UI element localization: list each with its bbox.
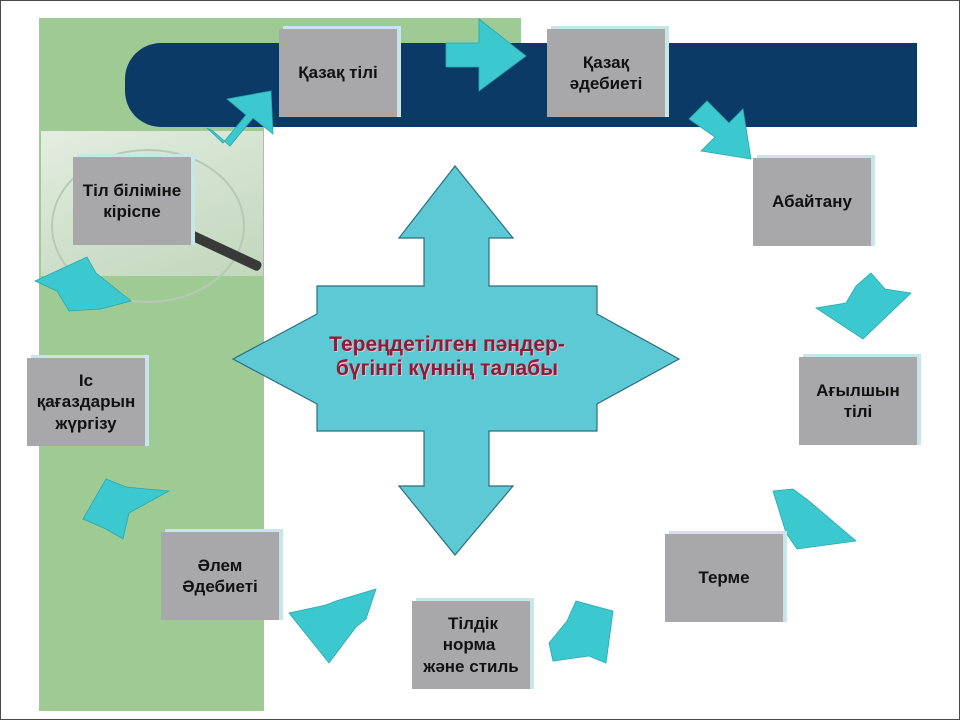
block-arrow-icon [82,478,171,540]
block-arrow-icon [445,18,527,92]
block-arrow-icon [206,90,274,147]
box-kazakh-literature: Қазақ әдебиеті [547,29,665,117]
center-title: Тереңдетілген пәндер- бүгінгі күннің тал… [297,333,597,381]
box-label: Ағылшын тілі [808,380,908,423]
box-kazakh-language: Қазақ тілі [279,29,397,117]
box-language-norm: Тілдік норма және стиль [412,601,530,689]
box-label: Абайтану [772,192,852,212]
box-label-line: тілі [843,402,873,421]
box-label-line: Тілдік норма [442,614,498,655]
block-arrow-icon [288,588,377,664]
block-arrow-icon [772,488,857,550]
box-label-line: жүргізу [55,413,117,433]
box-label: Іс қағаздарын жүргізу [29,370,144,434]
box-label-line: және стиль [423,656,519,676]
box-label: Терме [698,568,750,588]
block-arrow-icon [688,100,752,160]
box-label-line: Қазақ [582,52,630,72]
block-arrow-icon [814,272,912,340]
box-label-line: Іс [78,371,94,391]
box-label: Әлем Әдебиеті [174,555,266,598]
box-intro-linguistics: Тіл біліміне кіріспе [73,157,191,245]
box-label-line: Әдебиеті [182,577,258,596]
box-label-line: кіріспе [103,202,161,221]
box-label: Тілдік норма және стиль [412,613,530,677]
box-english: Ағылшын тілі [799,357,917,445]
block-arrow-icon [548,600,614,664]
box-label-line: Тіл біліміне [82,180,182,200]
block-arrow-icon [34,256,132,312]
box-label-line: Әлем [197,555,243,575]
center-title-line: бүгінгі күннің талабы [335,357,559,381]
box-label: Қазақ әдебиеті [562,52,651,95]
box-label: Қазақ тілі [298,63,378,83]
box-terme: Терме [665,534,783,622]
box-label-line: Ағылшын [816,380,900,400]
center-title-line: Тереңдетілген пәндер- [329,333,565,356]
box-world-literature: Әлем Әдебиеті [161,532,279,620]
box-label-line: әдебиеті [569,74,643,93]
box-abai-studies: Абайтану [753,158,871,246]
box-label-line: қағаздарын [36,392,136,412]
box-label: Тіл біліміне кіріспе [75,180,189,223]
box-records-management: Іс қағаздарын жүргізу [27,358,145,446]
